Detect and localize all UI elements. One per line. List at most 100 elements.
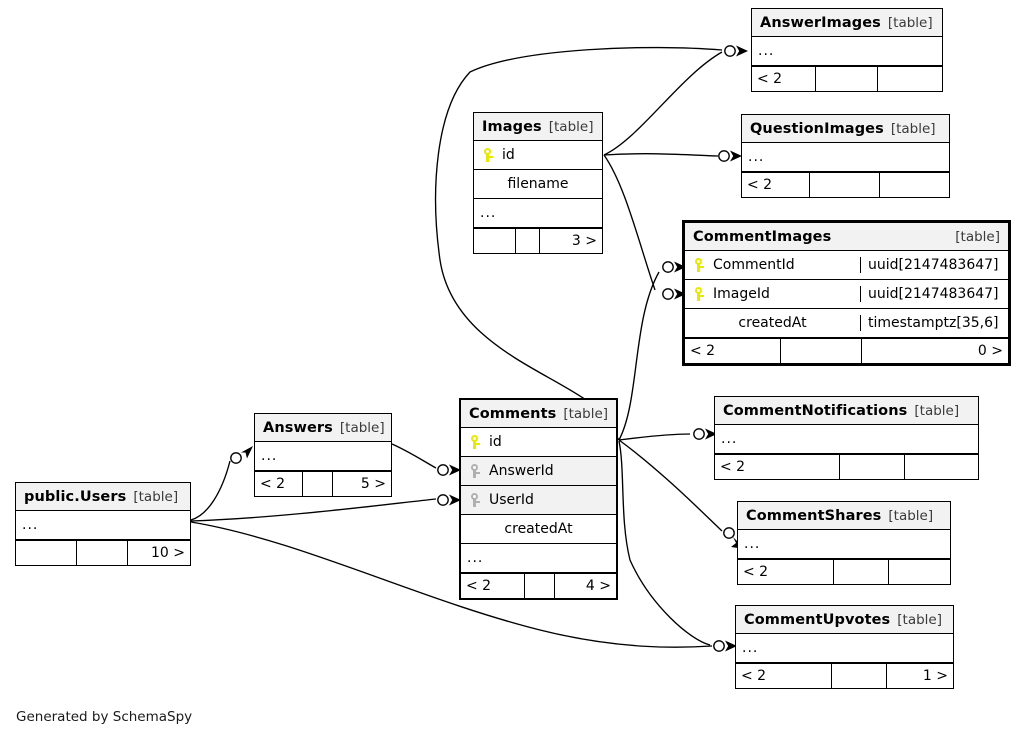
table-row: UserId: [461, 486, 616, 515]
footer-children-count: [889, 560, 950, 584]
table-name-public-users: public.Users: [24, 488, 127, 505]
column-cell: CommentId: [685, 257, 860, 273]
footer-middle: [781, 339, 862, 363]
table-tag-commentupvotes: [table]: [897, 611, 943, 628]
footer-children-count: [880, 173, 949, 197]
edge-images-commentimages-imageid: [603, 154, 656, 291]
column-cell: filename: [474, 176, 602, 192]
table-footer-images: 3 >: [474, 228, 602, 253]
table-row: ...: [715, 425, 978, 454]
column-name: createdAt: [504, 521, 573, 537]
footer-middle: [303, 472, 333, 496]
column-name: id: [502, 147, 515, 163]
table-name-images: Images: [482, 118, 542, 135]
table-name-commentimages: CommentImages: [693, 228, 832, 245]
table-tag-comments: [table]: [563, 405, 609, 422]
table-header-commentnotifications: CommentNotifications [table]: [715, 397, 978, 425]
primary-key-icon: [480, 147, 498, 163]
table-row: createdAt timestamptz[35,6]: [685, 309, 1008, 338]
table-answerimages[interactable]: AnswerImages [table] ... < 2: [751, 8, 943, 92]
column-name: ImageId: [713, 286, 770, 302]
row-ellipsis: ...: [480, 205, 497, 221]
table-row: createdAt: [461, 515, 616, 544]
table-row: id: [461, 428, 616, 457]
row-ellipsis: ...: [758, 43, 775, 59]
generated-by-credit: Generated by SchemaSpy: [16, 709, 193, 725]
primary-key-icon: [467, 434, 485, 450]
column-name: UserId: [489, 492, 534, 508]
primary-key-icon: [691, 286, 709, 302]
table-row: filename: [474, 170, 602, 199]
table-header-commentimages: CommentImages [table]: [685, 223, 1008, 251]
table-header-comments: Comments [table]: [461, 400, 616, 428]
foreign-key-icon: [467, 492, 485, 508]
foreign-key-icon: [467, 463, 485, 479]
row-ellipsis: ...: [721, 431, 738, 447]
footer-middle: [525, 574, 555, 598]
footer-parents-count: < 2: [752, 67, 816, 91]
footer-children-count: 4 >: [585, 578, 611, 594]
table-row: ...: [474, 199, 602, 228]
table-row: AnswerId: [461, 457, 616, 486]
footer-parents-count: [474, 229, 516, 253]
footer-parents-count: < 2: [738, 560, 834, 584]
table-name-commentnotifications: CommentNotifications: [723, 402, 908, 419]
table-footer-comments: < 2 4 >: [461, 573, 616, 598]
table-commentshares[interactable]: CommentShares [table] ... < 2: [737, 501, 951, 585]
column-cell: createdAt: [461, 521, 616, 537]
footer-children-count: [905, 455, 978, 479]
table-commentnotifications[interactable]: CommentNotifications [table] ... < 2: [714, 396, 979, 480]
footer-parents-count: < 2: [715, 455, 840, 479]
table-tag-answerimages: [table]: [887, 14, 933, 31]
table-tag-images: [table]: [548, 118, 594, 135]
table-row: ...: [16, 511, 190, 540]
table-row: id: [474, 141, 602, 170]
table-footer-answers: < 2 5 >: [255, 471, 391, 496]
table-name-comments: Comments: [469, 405, 557, 422]
table-commentimages[interactable]: CommentImages [table] CommentId uuid[214…: [682, 220, 1011, 366]
column-cell: id: [461, 434, 616, 450]
footer-middle: [834, 560, 889, 584]
column-name: AnswerId: [489, 463, 554, 479]
table-tag-commentshares: [table]: [888, 507, 934, 524]
column-cell: ImageId: [685, 286, 860, 302]
row-ellipsis: ...: [744, 536, 761, 552]
table-footer-commentimages: < 2 0 >: [685, 338, 1008, 363]
footer-middle: [832, 664, 887, 688]
footer-children-count: 1 >: [922, 668, 948, 684]
table-tag-commentimages: [table]: [955, 228, 1000, 245]
table-row: ...: [742, 143, 949, 172]
table-row: ...: [461, 544, 616, 573]
edge-comments-commentimages-commentid: [618, 271, 660, 441]
table-public-users[interactable]: public.Users [table] ... 10 >: [15, 482, 191, 566]
column-name: filename: [507, 176, 569, 192]
table-header-images: Images [table]: [474, 113, 602, 141]
footer-parents-count: < 2: [255, 472, 303, 496]
edge-comments-commentnotifications: [618, 433, 691, 441]
edge-images-answerimages: [603, 51, 723, 156]
footer-parents-count: < 2: [461, 574, 525, 598]
table-footer-commentupvotes: < 2 1 >: [736, 663, 953, 688]
table-images[interactable]: Images [table] id filename ... 3 >: [473, 112, 603, 254]
edge-images-questionimages: [603, 153, 719, 157]
table-footer-answerimages: < 2: [752, 66, 942, 91]
edge-users-comments-userid: [190, 498, 437, 522]
table-commentupvotes[interactable]: CommentUpvotes [table] ... < 2 1 >: [735, 605, 954, 689]
footer-middle: [516, 229, 540, 253]
table-tag-public-users: [table]: [133, 488, 179, 505]
row-ellipsis: ...: [748, 149, 765, 165]
table-header-answers: Answers [table]: [255, 414, 391, 442]
footer-middle: [816, 67, 878, 91]
table-comments[interactable]: Comments [table] id AnswerId UserId crea…: [459, 398, 618, 600]
table-answers[interactable]: Answers [table] ... < 2 5 >: [254, 413, 392, 497]
table-name-commentupvotes: CommentUpvotes: [744, 611, 891, 628]
table-name-questionimages: QuestionImages: [750, 120, 884, 137]
table-questionimages[interactable]: QuestionImages [table] ... < 2: [741, 114, 950, 198]
table-row: ...: [736, 634, 953, 663]
footer-children-count: 5 >: [360, 476, 386, 492]
footer-children-count: 10 >: [151, 545, 185, 561]
column-type: uuid[2147483647]: [860, 286, 1008, 302]
table-footer-questionimages: < 2: [742, 172, 949, 197]
edge-users-commentupvotes: [190, 521, 713, 648]
table-row: ...: [752, 37, 942, 66]
